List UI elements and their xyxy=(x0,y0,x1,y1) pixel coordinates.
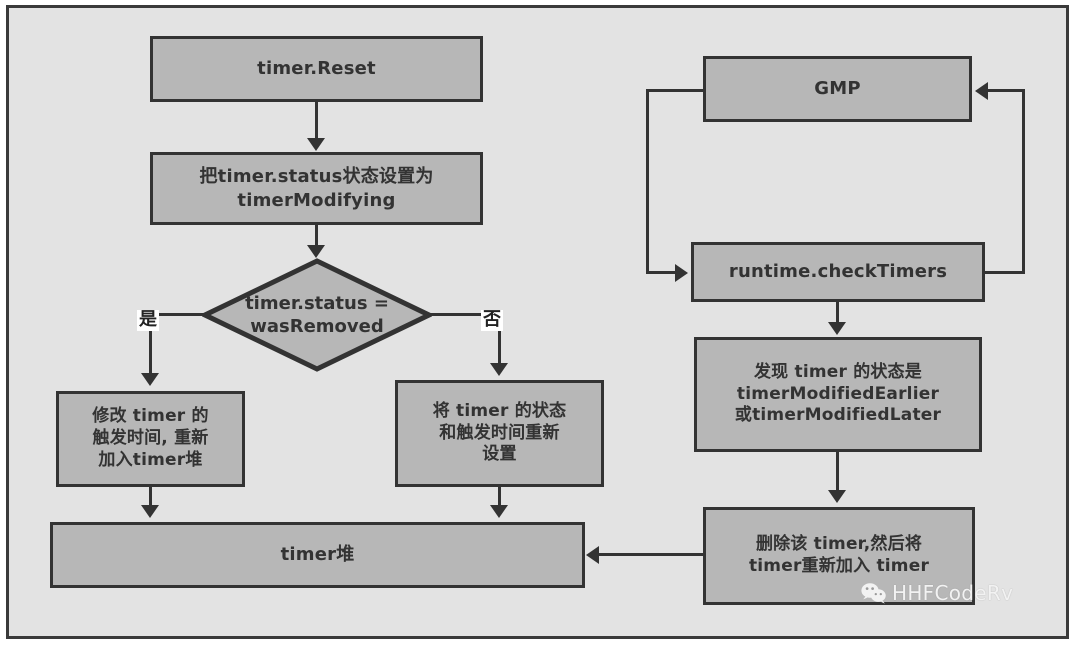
node-reset-status-and-time[interactable]: 将 timer 的状态 和触发时间重新 设置 xyxy=(395,380,604,487)
connector-setstatus-to-decision xyxy=(315,225,318,247)
arrowhead-resetstatus-to-heap xyxy=(490,505,508,518)
connector-gmp-to-check-top xyxy=(646,89,706,92)
arrowhead-check-to-gmp xyxy=(975,82,988,100)
connector-found-to-delete xyxy=(836,452,839,492)
connector-check-to-gmp-top xyxy=(988,89,1025,92)
node-gmp[interactable]: GMP xyxy=(703,56,972,122)
arrowhead-yes-branch xyxy=(141,373,159,386)
connector-decision-no-vertical xyxy=(498,313,501,365)
diamond-shape xyxy=(202,258,432,372)
arrowhead-no-branch xyxy=(490,363,508,376)
connector-reset-to-setstatus xyxy=(315,102,318,139)
connector-decision-yes-horizontal xyxy=(149,313,205,316)
connector-decision-no-horizontal xyxy=(429,313,501,316)
branch-label-yes: 是 xyxy=(137,309,159,331)
node-timer-reset[interactable]: timer.Reset xyxy=(150,36,483,102)
connector-modify-to-heap xyxy=(149,487,152,507)
arrowhead-gmp-to-check xyxy=(675,264,688,282)
node-gmp-label: GMP xyxy=(814,78,861,100)
branch-label-no: 否 xyxy=(481,309,503,331)
node-reset-status-and-time-label: 将 timer 的状态 和触发时间重新 设置 xyxy=(432,400,567,465)
node-decision-status-wasremoved[interactable]: timer.status = wasRemoved xyxy=(202,258,432,372)
node-timer-heap-label: timer堆 xyxy=(280,544,355,566)
node-found-modified-status-label: 发现 timer 的状态是 timerModifiedEarlier 或time… xyxy=(734,361,942,426)
connector-delete-to-heap xyxy=(598,553,704,556)
node-set-status-modifying-label: 把timer.status状态设置为 timerModifying xyxy=(199,166,434,211)
connector-check-to-found xyxy=(836,302,839,324)
arrowhead-delete-to-heap xyxy=(586,546,599,564)
node-found-modified-status[interactable]: 发现 timer 的状态是 timerModifiedEarlier 或time… xyxy=(694,337,982,452)
node-modify-trigger-time-label: 修改 timer 的 触发时间, 重新 加入timer堆 xyxy=(92,406,209,470)
node-timer-reset-label: timer.Reset xyxy=(257,58,376,80)
node-delete-and-readd[interactable]: 删除该 timer,然后将 timer重新加入 timer xyxy=(703,507,975,605)
connector-check-to-gmp-up xyxy=(1022,89,1025,274)
connector-decision-yes-vertical xyxy=(149,313,152,375)
node-modify-trigger-time[interactable]: 修改 timer 的 触发时间, 重新 加入timer堆 xyxy=(56,391,245,487)
connector-gmp-to-check-bottom xyxy=(646,271,678,274)
arrowhead-reset-to-setstatus xyxy=(307,138,325,151)
connector-check-to-gmp-bottom xyxy=(985,271,1025,274)
node-check-timers-label: runtime.checkTimers xyxy=(728,261,948,283)
node-delete-and-readd-label: 删除该 timer,然后将 timer重新加入 timer xyxy=(748,534,930,576)
arrowhead-modify-to-heap xyxy=(141,505,159,518)
node-set-status-modifying[interactable]: 把timer.status状态设置为 timerModifying xyxy=(150,152,483,225)
arrowhead-setstatus-to-decision xyxy=(307,245,325,258)
connector-gmp-to-check-down xyxy=(646,89,649,272)
arrowhead-check-to-found xyxy=(828,322,846,335)
arrowhead-found-to-delete xyxy=(828,490,846,503)
connector-resetstatus-to-heap xyxy=(498,487,501,507)
node-check-timers[interactable]: runtime.checkTimers xyxy=(691,242,985,302)
node-timer-heap[interactable]: timer堆 xyxy=(50,522,585,588)
